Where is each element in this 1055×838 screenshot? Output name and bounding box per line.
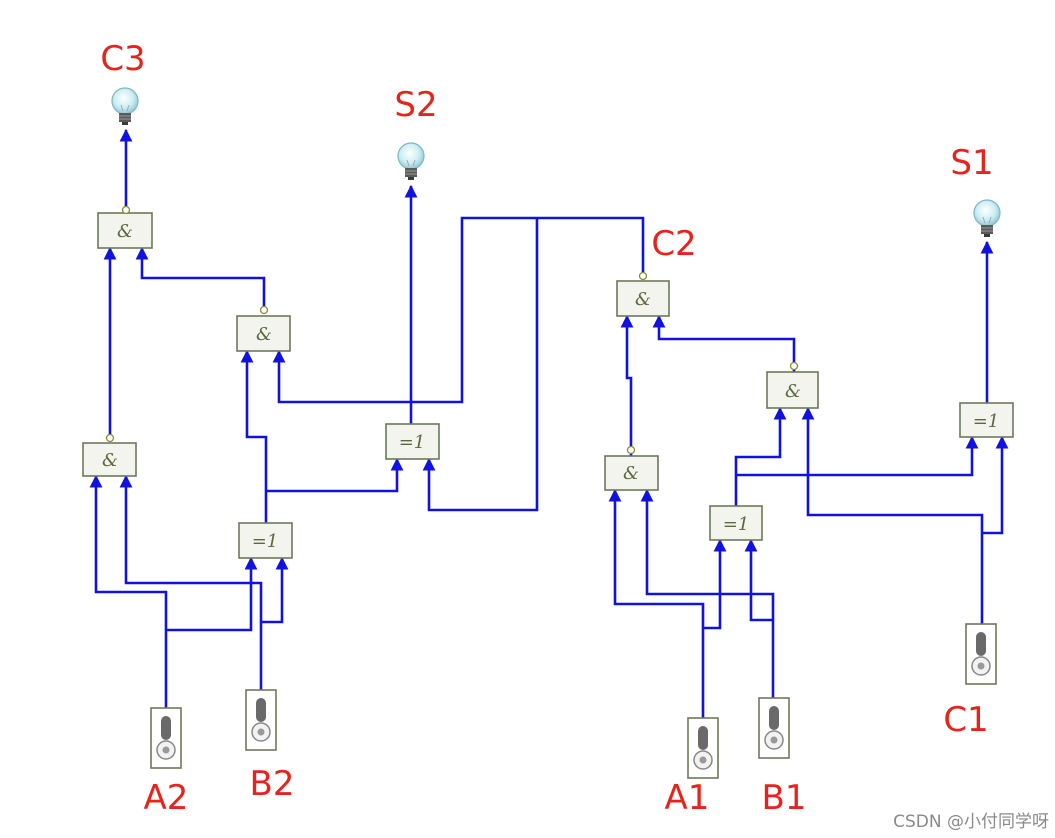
wires [89,128,1009,718]
wire-and-right-and-top-right [620,314,634,456]
c1-switch-icon[interactable] [965,623,997,685]
wire-c1-xor-s1 [982,435,1009,535]
xor-gate-left: =1 [238,522,293,559]
xor-gate-label: =1 [252,531,279,552]
label-c3: C3 [100,39,145,79]
and-gate-low-left: & [82,433,137,477]
s2-bulb-icon [397,142,425,181]
wire-and-r2-and-top-right [652,314,796,372]
wire-a2-and-left [89,474,168,708]
and-gate-top-right: & [616,271,670,317]
and-gate-label: & [117,221,133,242]
a1-switch-icon[interactable] [687,717,719,779]
wire-and-mid-and-top [135,246,266,306]
and-gate-top-left: & [97,205,153,249]
xor-gate-label: =1 [723,514,750,535]
wire-c1-and-r2 [801,406,984,624]
label-b2: B2 [250,764,295,804]
wire-b2-and-left [119,474,263,690]
label-c2: C2 [651,224,696,264]
and-gate-mid-right: & [766,361,819,409]
b1-switch-icon[interactable] [758,697,790,759]
wire-b1-xor-right [744,538,773,622]
label-s2: S2 [394,85,437,125]
b2-switch-icon[interactable] [245,689,277,751]
xor-gate-mid: =1 [385,423,440,460]
wire-b1-and-right [640,488,775,698]
xor-gate-right: =1 [709,505,763,541]
and-gate-mid-left: & [236,305,291,352]
watermark: CSDN @小付同学呀 [893,812,1049,832]
wire-xor-left-xor-mid [266,457,404,493]
c3-bulb-icon [111,87,139,126]
label-a2: A2 [144,778,189,818]
label-c1: C1 [943,700,988,740]
wire-a2-xor-left [166,556,258,632]
and-gate-low-right: & [604,445,659,491]
label-a1: A1 [665,778,710,818]
and-gate-label: & [623,463,639,484]
wire-a1-and-right [608,488,705,718]
xor-gate-label: =1 [973,411,1000,432]
label-b1: B1 [762,778,807,818]
label-s1: S1 [950,143,993,183]
a2-switch-icon[interactable] [150,707,182,769]
xor-gate-s1: =1 [959,402,1014,438]
wire-b2-xor-left [261,556,289,624]
wire-a1-xor-right [703,538,727,630]
wire-xor-left-and-mid [240,349,268,523]
and-gate-label: & [635,289,651,310]
xor-gate-label: =1 [399,432,426,453]
wire-c2-to-xor-mid [422,218,539,512]
wire-c2-to-and-mid [272,216,645,404]
wire-xor-right-xor-s1 [736,435,979,477]
and-gate-label: & [256,324,272,345]
wire-xor-right-and-r2 [734,406,787,506]
and-gate-label: & [785,381,801,402]
s1-bulb-icon [973,199,1001,238]
and-gate-label: & [102,450,118,471]
